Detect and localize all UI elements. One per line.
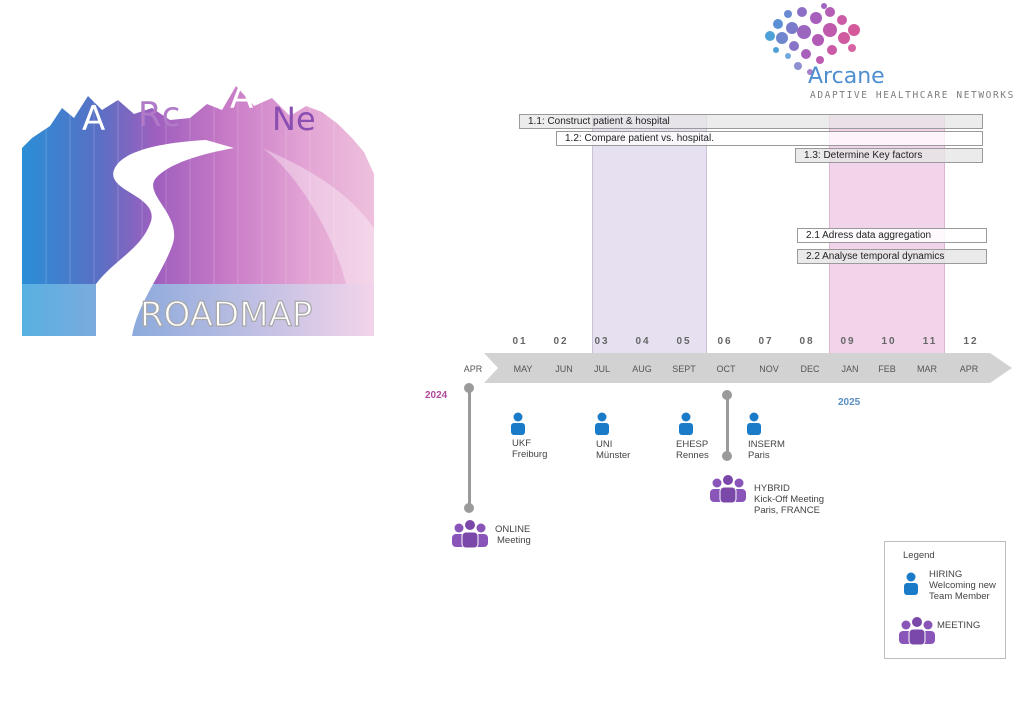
month-number-09: 09 (840, 336, 856, 347)
month-jan: JAN (841, 364, 859, 374)
month-number-08: 08 (799, 336, 815, 347)
year-2025: 2025 (838, 397, 861, 408)
month-oct: OCT (716, 364, 736, 374)
month-jul: JUL (593, 364, 610, 374)
month-number-03: 03 (594, 336, 610, 347)
logo-name: Arcane (808, 64, 885, 89)
task-1-1: 1.1: Construct patient & hospital (519, 114, 983, 129)
month-sept: SEPT (672, 364, 696, 374)
banner-letter-a2: A (230, 78, 253, 117)
month-number-04: 04 (635, 336, 651, 347)
roadmap-banner: A Rc A Ne ROADMAP (22, 78, 374, 336)
online-meeting-connector (467, 388, 471, 508)
arcane-brain-logo-icon (765, 3, 860, 75)
meeting-group-icon-online (452, 519, 488, 549)
month-number-11: 11 (922, 336, 938, 347)
month-nov: NOV (759, 364, 779, 374)
kickoff-connector (725, 395, 729, 457)
winding-road (96, 140, 234, 336)
hiring-person-icon-ukf (511, 412, 525, 435)
roadmap-title: ROADMAP (140, 295, 312, 335)
month-may: MAY (513, 364, 533, 374)
hiring-person-icon-inserm (747, 412, 761, 435)
legend-meeting-label: MEETING (937, 620, 981, 631)
month-apr-2025: APR (959, 364, 979, 374)
month-number-02: 02 (553, 336, 569, 347)
online-meeting-dot-bottom (464, 503, 474, 513)
legend-hiring-person-icon (904, 572, 918, 595)
banner-letter-a: A (82, 99, 105, 139)
month-dec: DEC (800, 364, 820, 374)
month-feb: FEB (878, 364, 896, 374)
hiring-person-icon-uni (595, 412, 609, 435)
month-number-07: 07 (758, 336, 774, 347)
month-aug: AUG (632, 364, 652, 374)
month-jun: JUN (555, 364, 573, 374)
month-apr-2024: APR (463, 364, 483, 374)
meeting-group-icon-kickoff (710, 474, 746, 504)
month-number-06: 06 (717, 336, 733, 347)
task-2-2: 2.2 Analyse temporal dynamics (797, 249, 987, 264)
task-2-1: 2.1 Adress data aggregation (797, 228, 987, 243)
task-1-3: 1.3: Determine Key factors (795, 148, 983, 163)
month-number-05: 05 (676, 336, 692, 347)
hiring-person-icon-ehesp (679, 412, 693, 435)
mountain-shape (22, 86, 374, 284)
kickoff-dot-bottom (722, 451, 732, 461)
task-1-2: 1.2: Compare patient vs. hospital. (556, 131, 983, 146)
year-2024: 2024 (425, 390, 448, 401)
month-number-01: 01 (512, 336, 528, 347)
logo-tagline: ADAPTIVE HEALTHCARE NETWORKS (810, 90, 1015, 101)
month-mar: MAR (917, 364, 937, 374)
banner-base (22, 284, 374, 336)
month-number-12: 12 (963, 336, 979, 347)
highlight-column-summer (592, 114, 707, 354)
legend-title: Legend (903, 550, 935, 561)
month-number-10: 10 (881, 336, 897, 347)
timeline-arrow (484, 353, 1012, 383)
banner-letter-ne: Ne (272, 100, 316, 138)
legend-meeting-group-icon (899, 616, 935, 646)
banner-letter-rc: Rc (138, 95, 180, 135)
